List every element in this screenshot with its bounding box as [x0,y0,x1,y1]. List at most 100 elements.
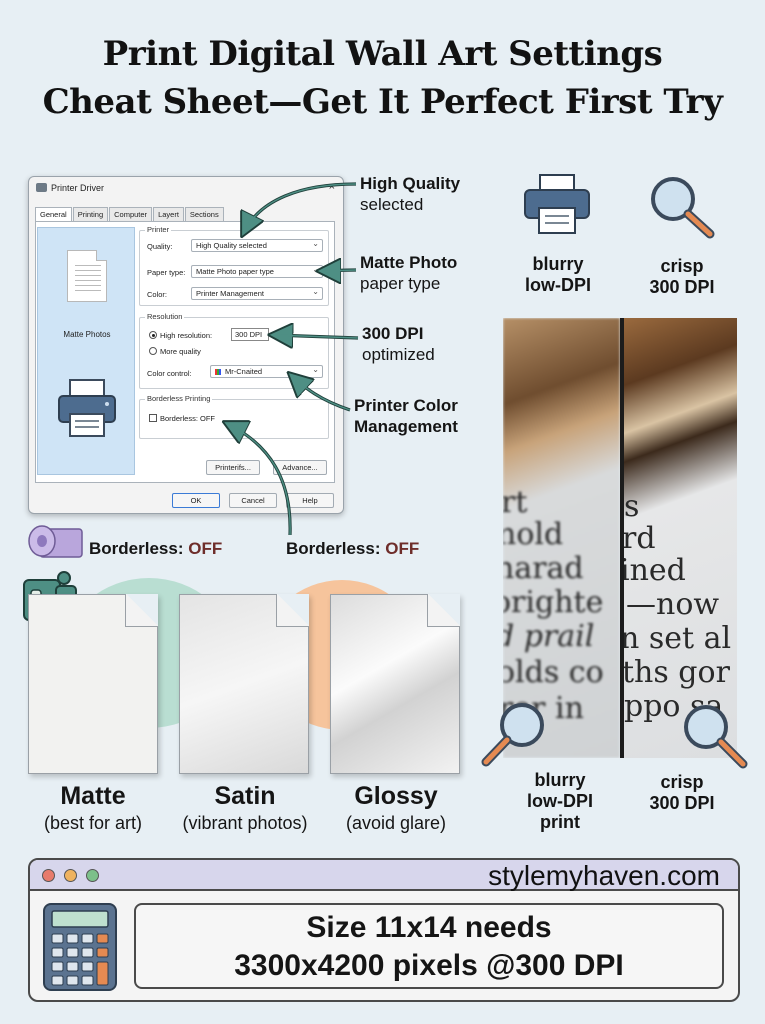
caption-blurry-top-line-1: blurry [532,254,584,274]
caption-blurry-bottom: blurry low-DPI print [508,770,612,833]
crisp-print-photo: s rd ined —now n set al ths gor ppo sa [624,318,737,758]
help-button[interactable]: Help [286,493,334,508]
paper-note-satin: (vibrant photos) [182,813,308,833]
tab-printing[interactable]: Printing [72,207,109,221]
site-url[interactable]: stylemyhaven.com [488,860,720,891]
paper-name-glossy: Glossy [354,782,438,810]
borderless-group-label: Borderless Printing [145,394,213,403]
high-resolution-radio[interactable] [149,331,157,339]
resolution-group-label: Resolution [145,312,185,321]
crisp-text-line: —now [626,587,720,622]
comparison-divider [620,318,624,758]
close-dot-icon [42,869,55,882]
color-control-value: Mr-Cnaited [225,367,263,376]
borderless-checkbox[interactable] [149,414,157,422]
color-swatch-icon [215,369,221,375]
crisp-text-line: ths gor [624,655,730,690]
caption-crisp-bottom-line-2: 300 DPI [649,793,715,813]
title-line-2: Cheat Sheet—Get It Perfect First Try [42,82,723,122]
magnifier-icon [651,177,715,239]
callout-color-line-2: Management [354,417,458,436]
callout-color-line-1: Printer Color [354,396,458,415]
callout-paper: Matte Photo paper type [360,252,457,294]
calculator-icon [43,903,117,991]
blurry-text-line: narad [503,551,584,586]
crisp-text-line: ined [624,553,686,588]
page-title: Print Digital Wall Art Settings Cheat Sh… [0,30,765,126]
tab-general[interactable]: General [35,207,72,221]
printer-icon [58,379,116,437]
arrow-paper-inner [321,269,357,272]
maximize-dot-icon [86,869,99,882]
tab-sections[interactable]: Sections [184,207,224,221]
paper-type-label: Paper type: [147,268,186,277]
dialog-titlebar: Printer Driver × [29,177,343,199]
caption-crisp-top-line-1: crisp [660,256,704,276]
caption-blurry-top: blurry low-DPI [508,254,608,296]
printer-app-icon [36,183,47,192]
paper-roll-icon [28,525,83,558]
more-quality-radio[interactable] [149,347,157,355]
callout-dpi: 300 DPI optimized [362,323,435,365]
tab-computer[interactable]: Computer [109,207,153,221]
callout-quality-title: High Quality [360,174,461,193]
blurry-text-line: rt [503,485,528,520]
callout-quality-sub: selected [360,195,424,214]
borderless-left-label: Borderless: [89,539,184,558]
arrow-dpi-inner [273,334,359,339]
more-quality-label: More quality [160,347,201,356]
cancel-button[interactable]: Cancel [229,493,277,508]
quality-label: Quality: [147,242,173,251]
high-resolution-label: High resolution: [160,331,213,340]
magnifier-icon [684,705,748,769]
borderless-left-value: OFF [188,539,223,558]
callout-dpi-title: 300 DPI [362,324,424,343]
ok-button[interactable]: OK [172,493,220,508]
pixel-requirement-line-2: 3300x4200 pixels @300 DPI [234,949,624,982]
paper-note-matte: (best for art) [43,813,143,833]
resolution-group [139,317,329,389]
blurry-print-photo: rt nold narad orighte d prail olds co re… [503,318,620,758]
blurry-text-line: nold [503,517,564,552]
preview-sidebar: Matte Photos [37,227,135,475]
borderless-left: Borderless: OFF [89,538,222,559]
callout-paper-title: Matte Photo [360,253,458,272]
arrow-borderless-inner [227,423,291,536]
callout-quality: High Quality selected [360,173,460,215]
caption-blurry-bottom-line-1: blurry [534,770,586,790]
printer-group-label: Printer [145,225,172,234]
dialog-tabs: General Printing Computer Layert Section… [35,207,225,221]
pixel-requirement-box: Size 11x14 needs 3300x4200 pixels @300 D… [134,903,724,989]
color-control-label: Color control: [147,369,192,378]
magnifier-icon [481,703,544,767]
tab-layout[interactable]: Layert [153,207,184,221]
printerifs-button[interactable]: Printerifs... [206,460,260,475]
advance-button[interactable]: Advance... [273,460,327,475]
borderless-right-value: OFF [385,539,420,558]
crisp-text-line: rd [624,521,656,556]
caption-crisp-bottom-line-1: crisp [660,772,704,792]
color-select[interactable]: Printer Management [191,286,323,300]
caption-blurry-bottom-line-3: print [540,812,580,832]
caption-blurry-top-line-2: low-DPI [525,275,591,295]
print-quality-comparison: rt nold narad orighte d prail olds co re… [503,318,737,758]
callout-color-management: Printer Color Management [354,395,458,437]
borderless-right-label: Borderless: [286,539,381,558]
paper-note-glossy: (avoid glare) [345,813,447,833]
color-label: Color: [147,290,168,299]
browser-footer: stylemyhaven.com Size 11x14 needs 3300x4… [28,858,740,1002]
caption-crisp-top-line-2: 300 DPI [649,277,715,297]
paper-name-satin: Satin [214,782,276,810]
media-preview-label: Matte Photos [63,330,111,339]
glossy-paper-swatch [330,594,460,774]
borderless-label: Borderless: OFF [160,414,216,423]
crisp-text-line: n set al [624,621,732,656]
caption-crisp-top: crisp 300 DPI [630,256,734,298]
minimize-dot-icon [64,869,77,882]
arrow-color-inner [291,375,351,411]
caption-blurry-bottom-line-2: low-DPI [527,791,593,811]
dpi-input[interactable]: 300 DPI [231,328,269,341]
close-icon[interactable]: × [328,181,335,193]
dialog-title: Printer Driver [51,183,105,193]
